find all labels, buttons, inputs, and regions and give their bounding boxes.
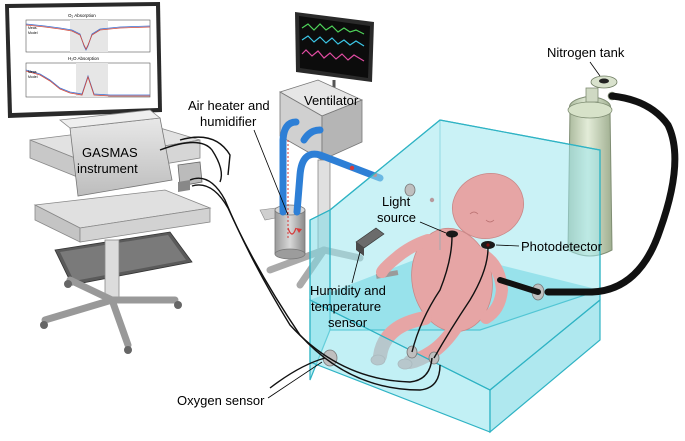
legend-model-2: Model xyxy=(28,75,38,79)
label-air-heater-1: Air heater and xyxy=(188,98,270,113)
label-light-source-2: source xyxy=(377,210,416,225)
oxygen-sensor-cable xyxy=(269,357,326,389)
leader-oxygen-sensor xyxy=(267,361,323,399)
fiber-cables xyxy=(159,136,489,391)
air-heater-humidifier xyxy=(259,118,435,260)
leader-humidity xyxy=(351,251,361,284)
plot2-title: H₂O Absorption xyxy=(68,56,100,61)
gasmas-monitor: O₂ Absorption Meas. Model H₂O Absorption… xyxy=(5,2,162,118)
label-humidity-2: temperature xyxy=(311,299,381,314)
leader-nitrogen-tank xyxy=(589,61,601,77)
incubator-front xyxy=(309,119,601,434)
label-air-heater-2: humidifier xyxy=(200,114,257,129)
nitrogen-hose xyxy=(497,92,679,296)
label-photodetector: Photodetector xyxy=(521,239,603,254)
leader-photodetector xyxy=(495,244,520,247)
label-ventilator: Ventilator xyxy=(304,93,359,108)
label-humidity-1: Humidity and xyxy=(310,283,386,298)
o2-absorption-plot: O₂ Absorption Meas. Model xyxy=(25,13,151,53)
photodetector-probe xyxy=(481,241,495,249)
h2o-absorption-plot: H₂O Absorption Meas. Model xyxy=(25,56,151,98)
leader-air-heater xyxy=(253,129,289,216)
labels: Nitrogen tank Ventilator Air heater and … xyxy=(77,45,625,408)
legend-measured-2: Meas. xyxy=(28,70,38,74)
label-humidity-3: sensor xyxy=(328,315,368,330)
legend-model: Model xyxy=(28,31,38,35)
label-nitrogen-tank: Nitrogen tank xyxy=(547,45,625,60)
legend-measured: Meas. xyxy=(28,26,38,30)
label-oxygen-sensor: Oxygen sensor xyxy=(177,393,265,408)
leader-light-source xyxy=(419,221,447,234)
light-source-probe xyxy=(446,230,458,238)
plot1-title: O₂ Absorption xyxy=(68,13,96,18)
label-light-source-1: Light xyxy=(382,194,411,209)
label-gasmas-1: GASMAS xyxy=(82,145,138,160)
gasmas-cart xyxy=(29,109,212,354)
label-gasmas-2: instrument xyxy=(77,161,138,176)
